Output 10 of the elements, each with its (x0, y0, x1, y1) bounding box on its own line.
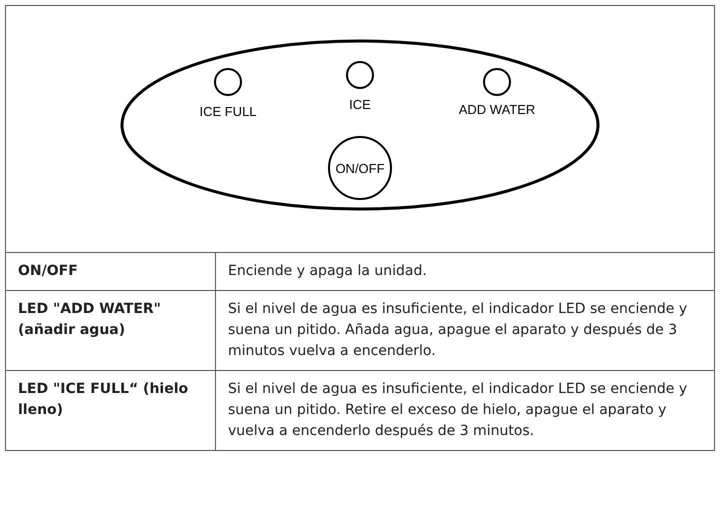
description-cell: Si el nivel de agua es insuficiente, el indicador LED se enciende y suena un pitido. Retire el exceso de hielo, apague el aparato y vuelva a encenderlo después de 3 minutos. (216, 370, 714, 450)
indicator-label: ADD WATER (458, 102, 536, 117)
description-cell: Enciende y apaga la unidad. (216, 252, 714, 290)
control-name-cell: ON/OFF (6, 252, 216, 290)
indicator-label: ICE (349, 97, 371, 112)
control-name-cell: LED "ADD WATER" (añadir agua) (6, 290, 216, 370)
control-name-cell: LED "ICE FULL“ (hielo lleno) (6, 370, 216, 450)
description-cell: Si el nivel de agua es insuficiente, el indicador LED se enciende y suena un pitido. Añada agua, apague el aparato y después de 3 minutos vuelva a encenderlo. (216, 290, 714, 370)
indicator-label: ICE FULL (199, 104, 257, 119)
power-button: ON/OFF (328, 136, 392, 200)
